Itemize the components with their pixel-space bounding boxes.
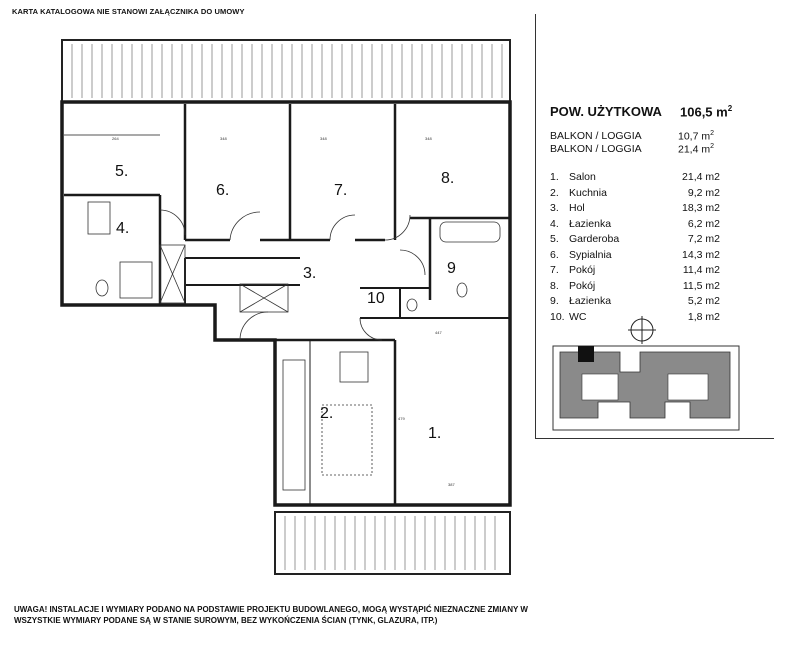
footer-line-2: WSZYSTKIE WYMIARY PODANE SĄ W STANIE SUR… [14, 616, 438, 625]
dimension-label: 348 [220, 136, 227, 141]
room-row: 10. WC 1,8 m2 [550, 311, 720, 327]
room-number: 1. [550, 171, 559, 183]
legend-frame [535, 14, 774, 439]
usable-area-unit-sup: 2 [727, 104, 733, 113]
room-number: 9. [550, 295, 559, 307]
room-area: 11,5 m2 [682, 279, 720, 292]
top-balcony [61, 39, 511, 103]
room-name: Pokój [569, 264, 596, 276]
room-area: 11,4 m2 [682, 264, 720, 276]
room-number: 6. [550, 248, 559, 261]
balcony-value-text: 21,4 m [678, 143, 711, 156]
key-plan [552, 345, 740, 431]
balcony-row: BALKON / LOGGIA 21,4 m2 [550, 143, 714, 156]
room-name: Garderoba [569, 233, 620, 245]
room-number: 10. [550, 310, 565, 323]
room-label-1: 1. [428, 425, 441, 442]
room-number: 8. [550, 279, 559, 292]
room-area: 6,2 m2 [687, 217, 720, 230]
apartment-walls [60, 100, 512, 507]
room-number: 5. [550, 233, 559, 245]
balcony-value-text: 10,7 m [678, 130, 711, 143]
room-area: 9,2 m2 [687, 186, 720, 199]
room-label-7: 7. [334, 182, 347, 199]
balcony-unit-sup: 2 [710, 143, 715, 150]
fixtures [87, 201, 501, 491]
room-name: WC [569, 310, 587, 323]
room-name: Łazienka [569, 217, 612, 230]
bottom-balcony [274, 511, 511, 575]
footer-line-1: UWAGA! INSTALACJE I WYMIARY PODANO NA PO… [14, 605, 528, 614]
room-label-10: 10 [367, 290, 385, 307]
dimension-label: 387 [448, 482, 455, 487]
room-label-8: 8. [441, 170, 454, 187]
room-row: 5. Garderoba 7,2 m2 [550, 233, 720, 249]
room-number: 7. [550, 264, 559, 276]
room-row: 2. Kuchnia 9,2 m2 [550, 187, 720, 203]
room-label-4: 4. [116, 220, 129, 237]
room-number: 4. [550, 217, 559, 230]
room-name: Sypialnia [569, 248, 612, 261]
room-number: 2. [550, 186, 559, 199]
room-number: 3. [550, 202, 559, 214]
room-area: 5,2 m2 [687, 295, 720, 307]
balcony-label: BALKON / LOGGIA [550, 130, 642, 142]
room-row: 6. Sypialnia 14,3 m2 [550, 249, 720, 265]
room-row: 8. Pokój 11,5 m2 [550, 280, 720, 296]
room-name: Łazienka [569, 295, 612, 307]
room-name: Hol [569, 202, 585, 214]
room-area: 14,3 m2 [682, 248, 720, 261]
room-label-9: 9 [447, 260, 456, 277]
room-row: 9. Łazienka 5,2 m2 [550, 295, 720, 311]
room-area: 7,2 m2 [687, 233, 720, 245]
room-name: Pokój [569, 279, 596, 292]
dimension-label: 447 [435, 330, 442, 335]
room-name: Kuchnia [569, 186, 607, 199]
room-row: 7. Pokój 11,4 m2 [550, 264, 720, 280]
room-area: 1,8 m2 [687, 310, 720, 323]
usable-area-title: POW. UŻYTKOWA [550, 104, 662, 119]
balcony-value: 10,7 m2 [678, 130, 714, 143]
highlighted-unit [578, 346, 594, 362]
room-row: 3. Hol 18,3 m2 [550, 202, 720, 218]
footer-disclaimer: UWAGA! INSTALACJE I WYMIARY PODANO NA PO… [14, 604, 534, 626]
room-area: 21,4 m2 [682, 171, 720, 183]
dimension-label: 348 [320, 136, 327, 141]
door-swings [159, 209, 426, 341]
dimension-label: 479 [398, 416, 405, 421]
room-area-list: 1. Salon 21,4 m2 2. Kuchnia 9,2 m2 3. Hol 18,3… [550, 171, 720, 326]
room-label-5: 5. [115, 163, 128, 180]
room-label-2: 2. [320, 405, 333, 422]
usable-area-total: 106,5 m2 [680, 104, 732, 119]
usable-area-value: 106,5 m [680, 104, 728, 120]
dimension-label: 264 [112, 136, 119, 141]
room-label-6: 6. [216, 182, 229, 199]
room-row: 1. Salon 21,4 m2 [550, 171, 720, 187]
catalog-disclaimer: KARTA KATALOGOWA NIE STANOWI ZAŁĄCZNIKA … [12, 7, 245, 16]
room-row: 4. Łazienka 6,2 m2 [550, 218, 720, 234]
room-label-3: 3. [303, 265, 316, 282]
dimension-label: 348 [425, 136, 432, 141]
north-compass-icon [628, 316, 656, 344]
room-area: 18,3 m2 [682, 202, 720, 214]
balcony-row: BALKON / LOGGIA 10,7 m2 [550, 130, 714, 143]
balcony-label: BALKON / LOGGIA [550, 143, 642, 155]
balcony-unit-sup: 2 [710, 130, 715, 137]
room-name: Salon [569, 171, 596, 183]
balcony-value: 21,4 m2 [678, 143, 714, 156]
